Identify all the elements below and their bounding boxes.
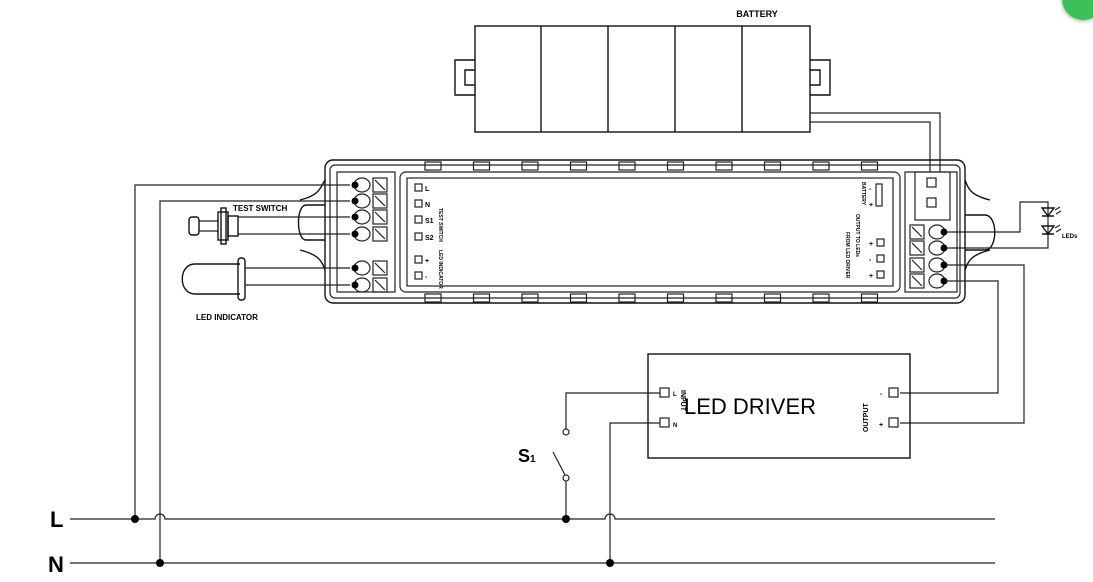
led-lamps: LEDs — [1040, 206, 1078, 240]
housing-tab — [424, 161, 442, 171]
battery-minus-label: - — [869, 186, 872, 193]
group-led-indicator-label: LED INDICATOR — [437, 250, 443, 289]
housing-tab — [569, 161, 588, 171]
terminal-clamp — [909, 240, 925, 256]
module-battery-label: BATTERY — [860, 182, 866, 206]
housing-tab — [521, 293, 539, 303]
terminal-clamp-slash — [911, 226, 923, 238]
terminal-dot — [940, 277, 948, 285]
housing-tab — [569, 293, 588, 303]
battery-plus-label: + — [869, 202, 873, 209]
terminal-dot — [351, 213, 359, 221]
terminal-clamp-slash — [374, 262, 386, 274]
terminal-clamp-slash — [374, 195, 386, 207]
output-plus-label: + — [869, 241, 873, 248]
terminal-dot — [351, 281, 359, 289]
line-n-label: N — [48, 552, 64, 577]
housing-tab — [618, 293, 636, 303]
terminal-clamp — [372, 277, 388, 293]
emergency-module — [297, 159, 996, 304]
led-driver: L N INPUT LED DRIVER OUTPUT - + — [647, 353, 911, 459]
terminal-n-label: N — [425, 202, 430, 209]
output-to-leds-label: OUTPUT TO LEDs — [854, 214, 860, 257]
terminal-l-label: L — [425, 186, 430, 193]
driver-plus-label: + — [869, 273, 873, 280]
battery-label: BATTERY — [736, 9, 778, 19]
housing-tab — [860, 161, 879, 171]
housing-tab — [472, 293, 491, 303]
terminal-clamp-slash — [374, 279, 386, 291]
terminal-s1-label: S1 — [425, 218, 434, 225]
terminal-clamp — [909, 257, 925, 273]
housing-tab — [521, 161, 539, 171]
input-n-label: N — [673, 423, 677, 429]
terminal-clamp — [372, 226, 388, 242]
housing-tab — [715, 161, 733, 171]
line-l-label: L — [50, 507, 63, 532]
mains-lines: L N — [48, 507, 995, 577]
terminal-clamp — [909, 273, 925, 289]
input-l-label: L — [673, 392, 677, 398]
input-label: INPUT — [679, 390, 686, 412]
housing-tab — [424, 293, 442, 303]
led-indicator-label: LED INDICATOR — [196, 313, 258, 322]
terminal-dot — [351, 264, 359, 272]
terminal-clamp — [372, 193, 388, 209]
terminal-dot — [940, 261, 948, 269]
output-label: OUTPUT — [863, 403, 870, 433]
terminal-clamp-slash — [911, 259, 923, 271]
group-test-switch-label: TEST SWITCH — [437, 208, 443, 242]
driver-output-minus-label: - — [880, 391, 883, 398]
terminal-clamp-slash — [374, 228, 386, 240]
driver-output-plus-label: + — [879, 422, 883, 429]
from-led-driver-label: FROM LED DRIVER — [844, 232, 850, 279]
terminal-dot — [940, 228, 948, 236]
battery: BATTERY — [454, 9, 831, 133]
switch-s1-label: S1 — [518, 446, 536, 466]
housing-tab — [472, 161, 491, 171]
test-switch: TEST SWITCH — [188, 204, 287, 245]
terminal-s2-label: S2 — [425, 235, 434, 242]
terminal-clamp-slash — [911, 242, 923, 254]
terminal-clamp-slash — [374, 179, 386, 191]
led-driver-label: LED DRIVER — [684, 394, 816, 419]
terminal-clamp — [372, 260, 388, 276]
terminal-dot — [351, 181, 359, 189]
terminal-led-minus-label: - — [425, 274, 428, 281]
terminal-dot — [940, 244, 948, 252]
terminal-clamp — [909, 224, 925, 240]
housing-tab — [812, 161, 830, 171]
terminal-clamp-slash — [374, 211, 386, 223]
output-minus-label: - — [869, 257, 872, 264]
housing-tab — [812, 293, 830, 303]
leds-label: LEDs — [1062, 234, 1078, 240]
test-switch-label: TEST SWITCH — [233, 204, 287, 213]
housing-tab — [715, 293, 733, 303]
terminal-clamp-slash — [911, 275, 923, 287]
terminal-dot — [351, 230, 359, 238]
terminal-led-plus-label: + — [425, 258, 429, 265]
terminal-clamp — [372, 209, 388, 225]
terminal-dot — [351, 197, 359, 205]
status-badge — [1062, 0, 1093, 20]
terminal-clamp — [372, 177, 388, 193]
housing-tab — [763, 293, 782, 303]
led-indicator: LED INDICATOR — [181, 257, 258, 322]
housing-tab — [666, 161, 685, 171]
housing-tab — [763, 161, 782, 171]
housing-tab — [618, 161, 636, 171]
housing-tab — [666, 293, 685, 303]
housing-tab — [860, 293, 879, 303]
